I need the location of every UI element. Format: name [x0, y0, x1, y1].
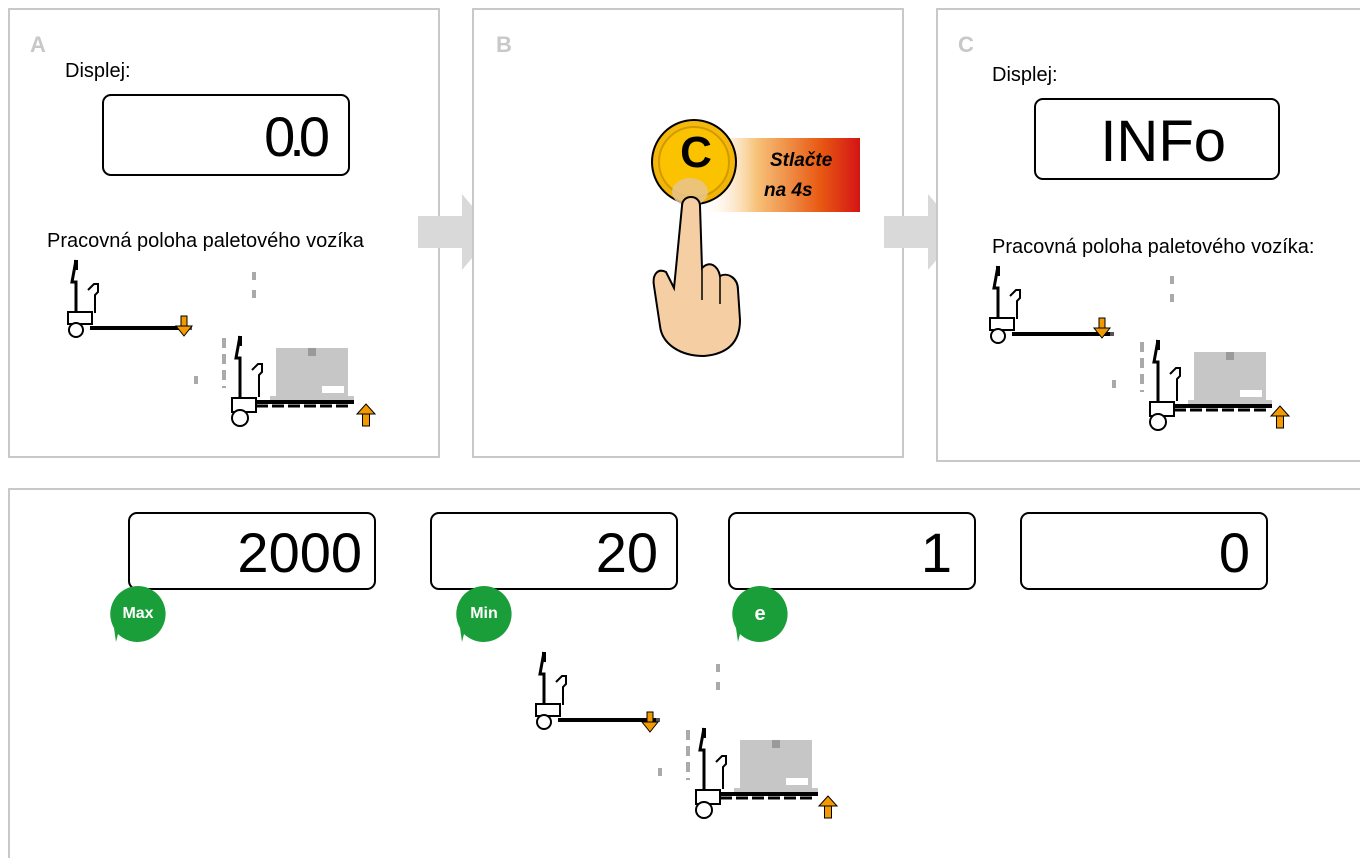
panel-info-sequence: 2000 Max 20 Min 1 e 0	[8, 488, 1360, 858]
info-display-min: 20	[430, 512, 678, 590]
pallet-truck-lowered-icon	[66, 258, 194, 339]
info-display-max-value: 2000	[237, 521, 362, 584]
panel-b: B Stlačte na 4s C	[472, 8, 904, 458]
badge-e-label: e	[754, 602, 766, 625]
down-arrow-icon	[1093, 317, 1111, 339]
up-arrow-icon	[818, 795, 838, 819]
down-arrow-icon	[175, 315, 193, 337]
panel-c-display: INFo	[1034, 98, 1280, 180]
pallet-truck-raised-icon	[194, 270, 356, 428]
pallet-truck-raised-icon	[658, 662, 820, 820]
pallet-truck-raised-icon	[1112, 274, 1274, 432]
c-button-letter: C	[680, 128, 712, 177]
info-display-e-value: 1	[920, 521, 952, 584]
info-display-max: 2000	[128, 512, 376, 590]
badge-e: e	[732, 586, 792, 646]
hint-line-2: na 4s	[764, 180, 813, 201]
info-display-min-value: 20	[595, 521, 658, 584]
badge-max-label: Max	[122, 605, 154, 622]
down-arrow-icon	[641, 711, 659, 733]
up-arrow-icon	[1270, 405, 1290, 429]
panel-a-display: 0.0	[102, 94, 350, 176]
panel-c: C Displej: INFo Pracovná poloha paletové…	[936, 8, 1360, 462]
badge-min-label: Min	[470, 605, 498, 622]
hint-line-1: Stlačte	[770, 150, 833, 171]
info-display-e: 1	[728, 512, 976, 590]
panel-c-display-label: Displej:	[992, 64, 1058, 86]
pallet-truck-lowered-icon	[988, 264, 1116, 345]
badge-min: Min	[456, 586, 516, 646]
panel-a: A Displej: 0.0 Pracovná poloha paletovéh…	[8, 8, 440, 458]
info-display-zero: 0	[1020, 512, 1268, 590]
panel-c-display-value: INFo	[1100, 109, 1226, 174]
panel-a-caption: Pracovná poloha paletového vozíka	[47, 230, 364, 252]
info-display-zero-value: 0	[1218, 521, 1250, 584]
finger-press-icon	[652, 178, 742, 358]
panel-a-display-label: Displej:	[65, 60, 131, 82]
c-button[interactable]	[650, 118, 740, 208]
panel-a-display-value: 0.0	[264, 105, 330, 168]
badge-max: Max	[110, 586, 170, 646]
panel-a-letter: A	[30, 32, 46, 57]
panel-b-letter: B	[496, 32, 512, 57]
panel-c-caption: Pracovná poloha paletového vozíka:	[992, 236, 1315, 258]
panel-c-letter: C	[958, 32, 974, 57]
up-arrow-icon	[356, 403, 376, 427]
